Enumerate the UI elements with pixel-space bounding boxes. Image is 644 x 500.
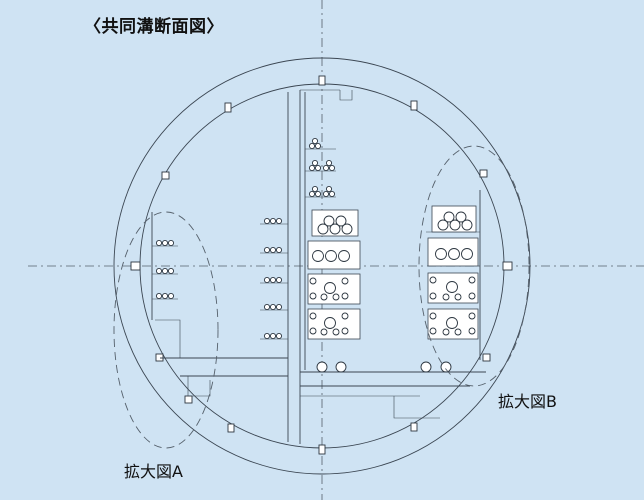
detail-a-label: 拡大図A	[124, 462, 183, 481]
cable-row	[260, 217, 288, 225]
central-partition-wall	[287, 89, 353, 444]
cable-row	[260, 332, 288, 340]
cable-row	[260, 303, 288, 311]
left-cable-rows	[152, 239, 178, 300]
cable-row	[152, 239, 178, 247]
detail-b-label: 拡大図B	[498, 392, 557, 411]
center-right-rack	[305, 137, 361, 373]
cable-row	[260, 246, 288, 254]
detail-b-ellipse	[418, 145, 530, 387]
center-left-cable-rows	[260, 217, 288, 340]
cable-row	[152, 267, 178, 275]
segment-joints	[130, 75, 513, 455]
drawing-title: 〈共同溝断面図〉	[84, 17, 224, 37]
floor-slabs	[155, 319, 486, 419]
right-wall-rack	[420, 190, 481, 373]
detail-a-ellipse	[113, 211, 219, 449]
cable-row	[260, 276, 288, 284]
cable-row	[152, 292, 178, 300]
outer-ring	[113, 57, 531, 475]
